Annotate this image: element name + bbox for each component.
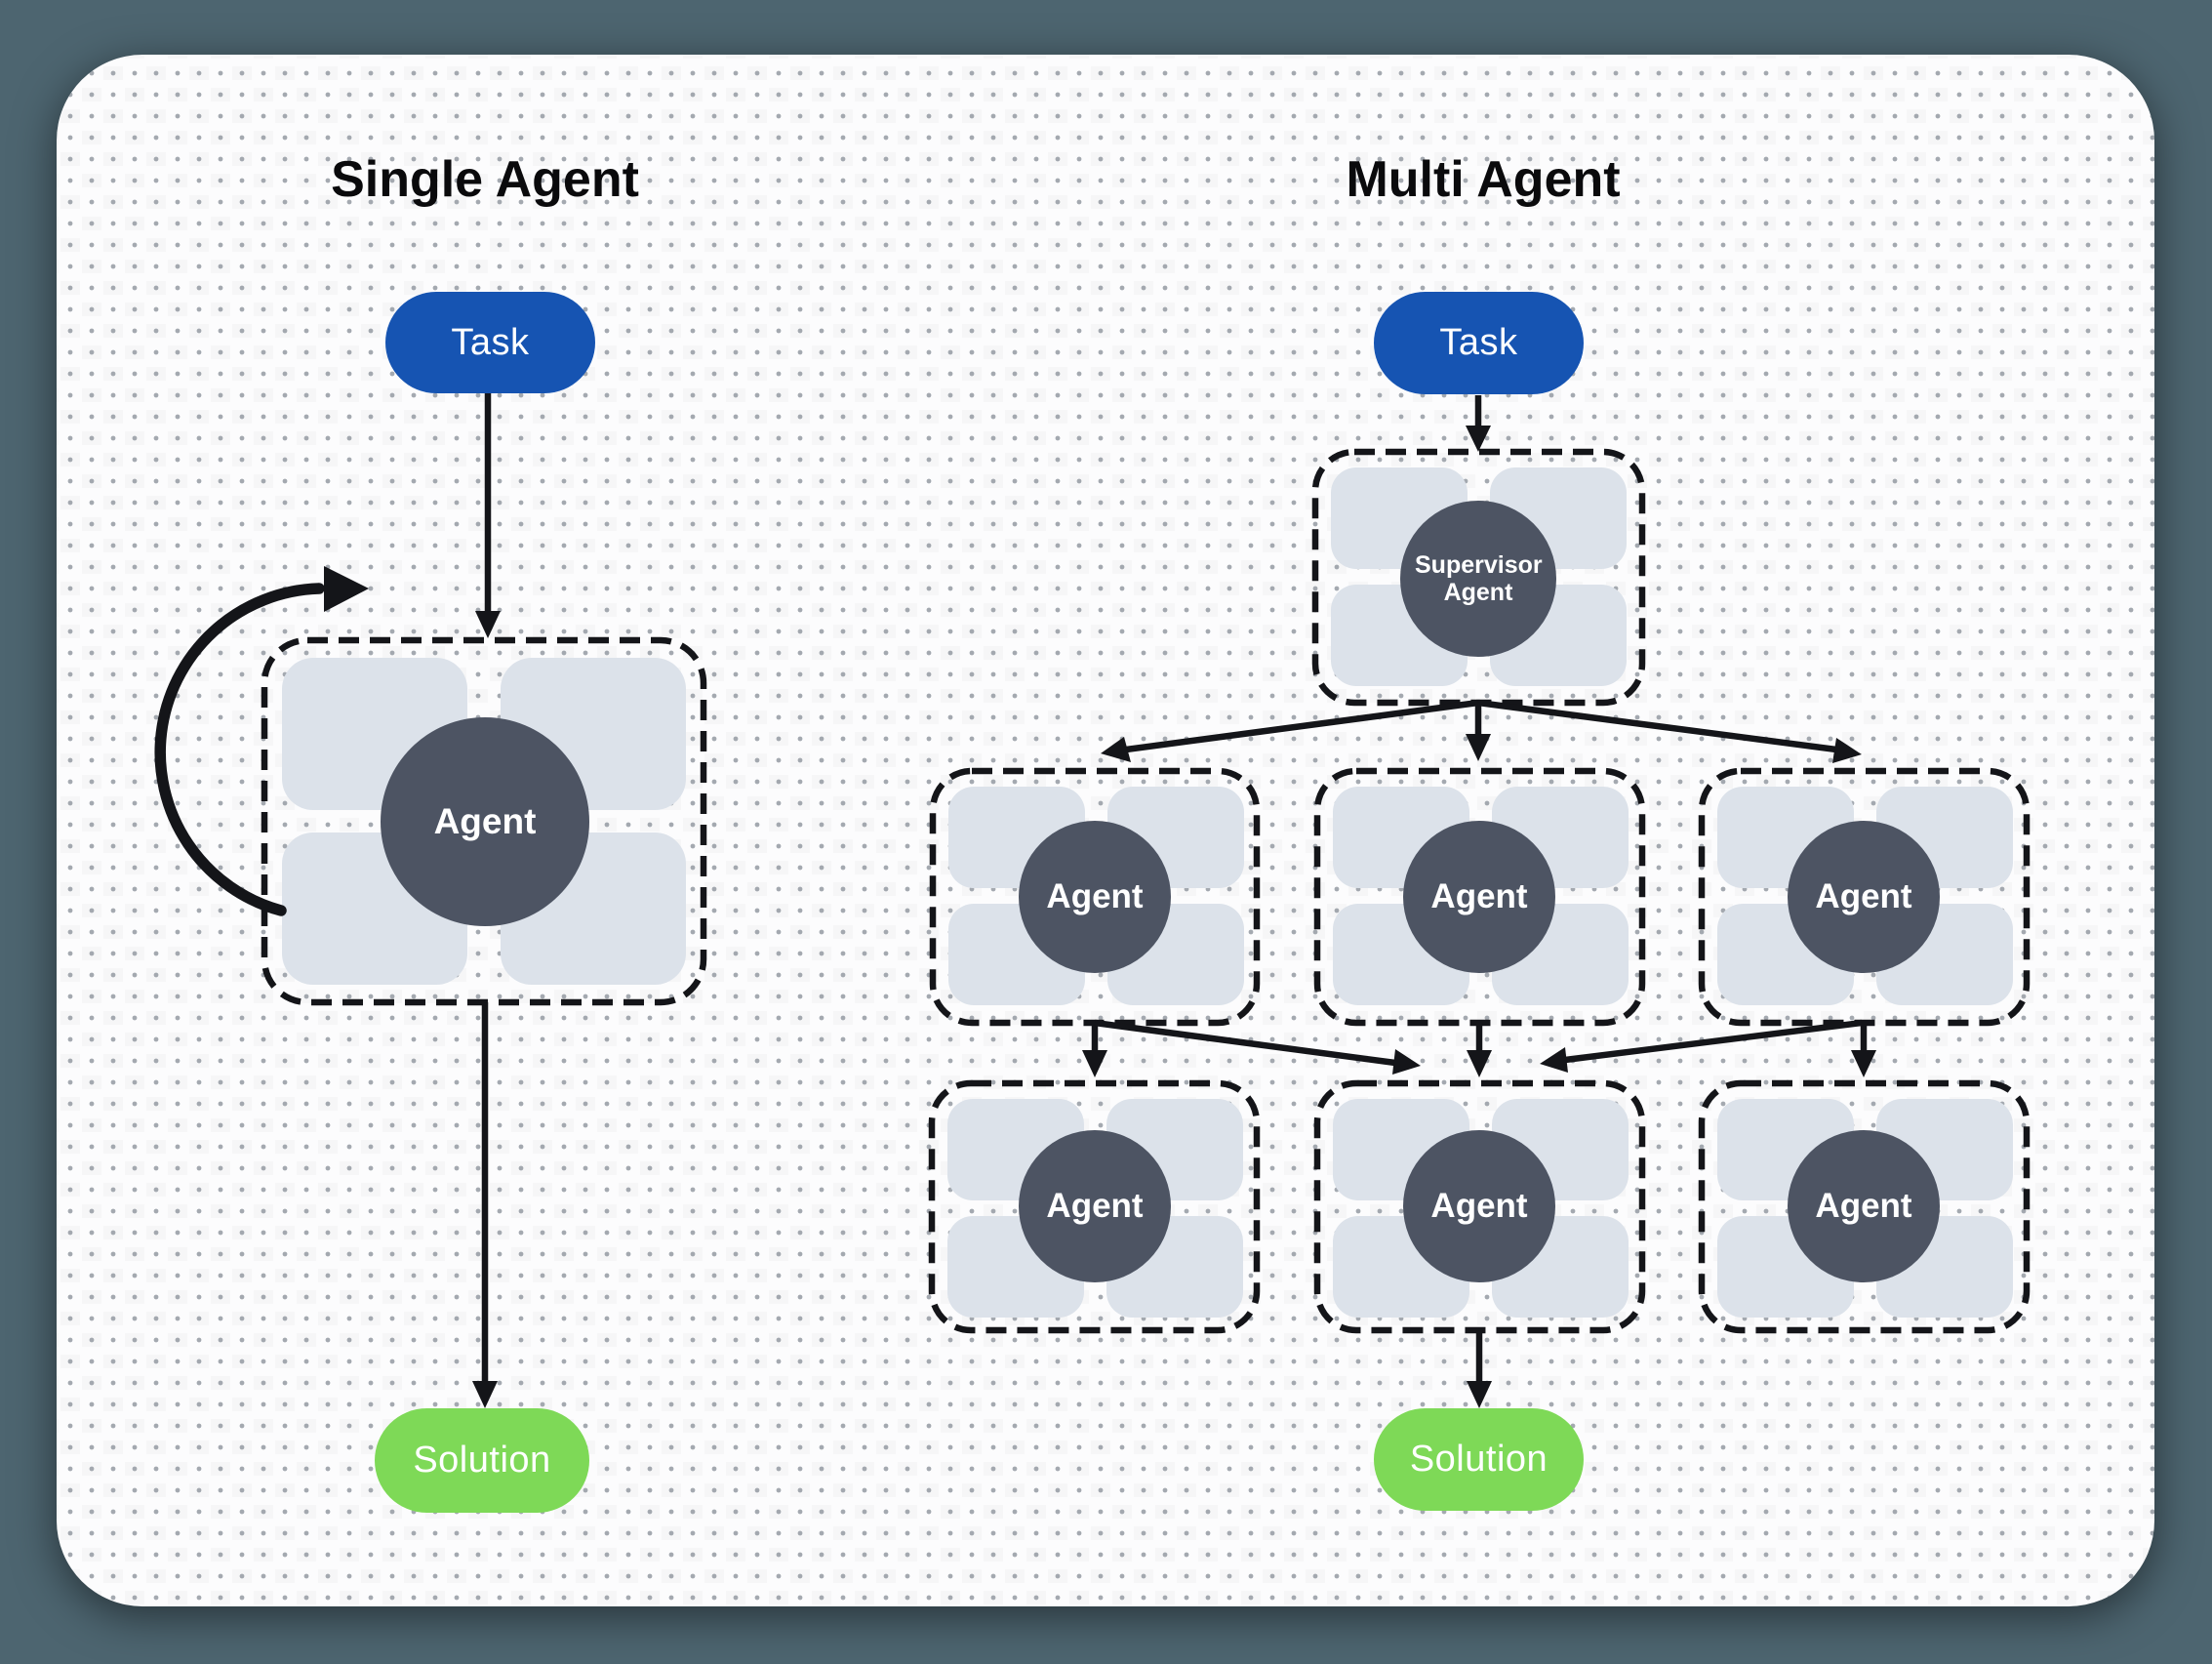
arrow-worker-left-to-middle [1094, 1019, 1421, 1075]
arrow-task-to-agent [475, 393, 501, 638]
arrow-supervisor-to-worker-right [1477, 699, 1862, 763]
arrow-supervisor-to-worker-left [1101, 699, 1479, 762]
self-loop-arrow [154, 566, 369, 916]
arrow-worker-right-to-middle [1540, 1019, 1863, 1073]
arrow-worker-middle-down [1467, 1023, 1492, 1077]
worker-row2-left-boundary [928, 1079, 1261, 1334]
arrow-worker-left-down [1082, 1023, 1107, 1077]
arrow-worker-to-solution [1467, 1330, 1492, 1408]
arrow-agent-to-solution [472, 1002, 498, 1408]
arrow-worker-right-down [1851, 1023, 1876, 1077]
worker-row2-right-boundary [1698, 1079, 2031, 1334]
arrow-supervisor-to-worker-middle [1466, 703, 1491, 761]
arrow-task-to-supervisor [1466, 395, 1491, 452]
